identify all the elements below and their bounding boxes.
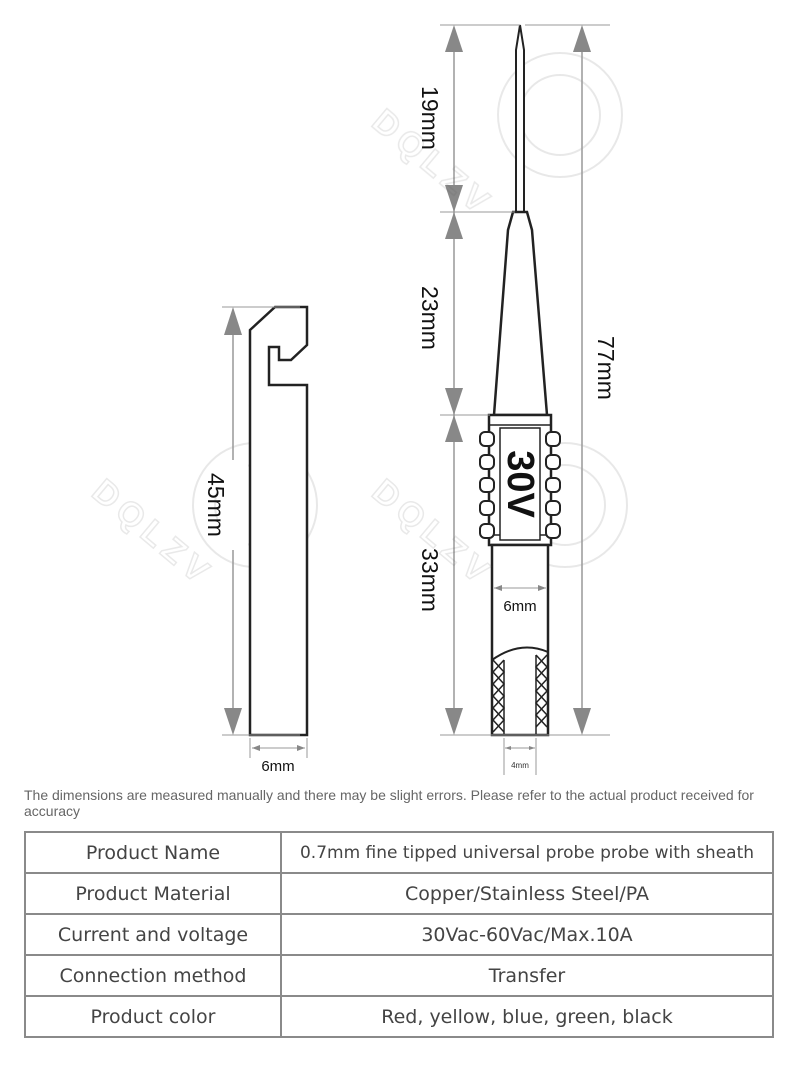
table-row: Product Material Copper/Stainless Steel/… (24, 872, 774, 915)
tip-width-dimension: 4mm (503, 738, 537, 775)
width-label-6-left: 6mm (261, 758, 294, 775)
total-length-label: 77mm (593, 336, 619, 400)
table-row: Product color Red, yellow, blue, green, … (24, 995, 774, 1038)
spec-label: Connection method (24, 954, 282, 997)
spec-value: 30Vac-60Vac/Max.10A (280, 913, 774, 956)
spec-label: Product Name (24, 831, 282, 874)
segment-dimensions: 19mm 23mm 33mm (417, 24, 610, 736)
width-dimension-6-left: 6mm (249, 738, 308, 775)
segment-3-label: 33mm (417, 548, 443, 612)
measurement-note: The dimensions are measured manually and… (24, 787, 754, 819)
length-dimension-45: 45mm (203, 306, 300, 736)
probe-drawing: 30V 6mm (479, 24, 561, 737)
spec-label: Product Material (24, 872, 282, 915)
spec-label: Product color (24, 995, 282, 1038)
watermark-logo (192, 52, 628, 568)
probe-dimension-diagram: 45mm 6mm 30V (84, 24, 628, 775)
tip-width-label: 4mm (511, 761, 529, 770)
total-length-dimension: 77mm (525, 24, 620, 735)
table-row: Connection method Transfer (24, 954, 774, 997)
sleeve-voltage-text: 30V (499, 450, 541, 518)
hook-connector-drawing (248, 305, 309, 737)
spec-value: Transfer (280, 954, 774, 997)
table-row: Product Name 0.7mm fine tipped universal… (24, 831, 774, 874)
spec-label: Current and voltage (24, 913, 282, 956)
spec-table: Product Name 0.7mm fine tipped universal… (24, 831, 774, 1038)
spec-value: 0.7mm fine tipped universal probe probe … (280, 831, 774, 874)
spec-value: Red, yellow, blue, green, black (280, 995, 774, 1038)
segment-2-label: 23mm (417, 286, 443, 350)
segment-1-label: 19mm (417, 86, 443, 150)
table-row: Current and voltage 30Vac-60Vac/Max.10A (24, 913, 774, 956)
sleeve-width-label: 6mm (503, 598, 536, 615)
spec-value: Copper/Stainless Steel/PA (280, 872, 774, 915)
length-label-45: 45mm (203, 473, 229, 537)
